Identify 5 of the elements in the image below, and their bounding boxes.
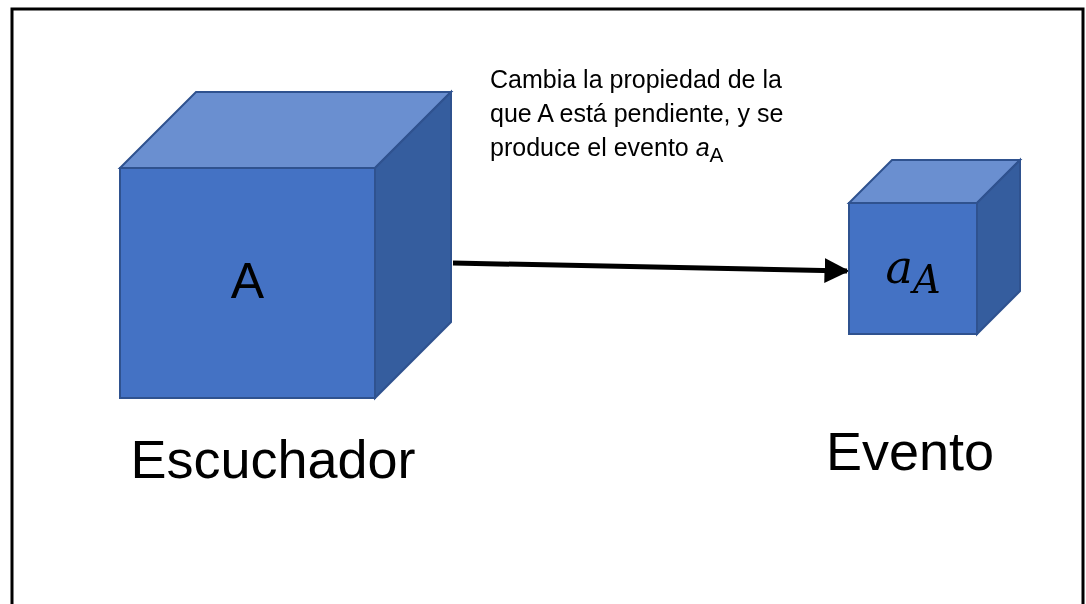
cube-caption: Evento <box>824 420 996 482</box>
cube-caption: Escuchador <box>129 428 417 490</box>
arrow <box>452 258 850 284</box>
cube-label: a$_{A}$ <box>884 239 942 303</box>
cube-label: A <box>229 252 266 310</box>
